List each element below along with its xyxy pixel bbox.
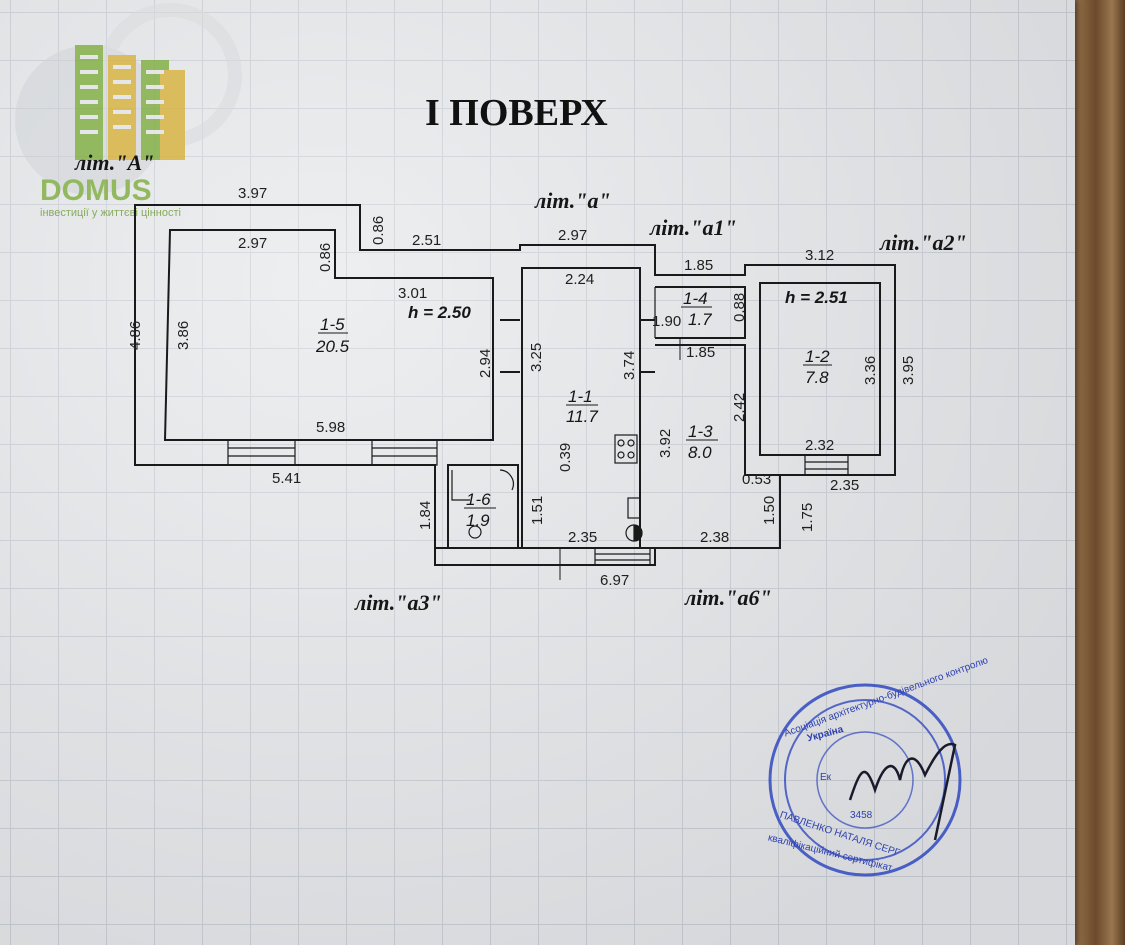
- letter-a3-label: літ."а3": [354, 590, 442, 615]
- logo-tagline: інвестиції у життєві цінності: [40, 207, 181, 219]
- room-1-4-id: 1-4: [683, 289, 708, 308]
- window-3: [594, 547, 651, 566]
- room-1-3-id: 1-3: [688, 422, 713, 441]
- room-1-1-id: 1-1: [568, 387, 593, 406]
- walls: [134, 204, 896, 566]
- room-1-2-area: 7.8: [805, 368, 829, 387]
- dim-label: 2.35: [830, 477, 859, 494]
- toilet-icon: [468, 525, 482, 539]
- outer-wall: [134, 204, 896, 566]
- stamp-city: Ек: [820, 772, 832, 783]
- dim-label: 3.95: [900, 356, 917, 385]
- dim-label: 1.84: [417, 501, 434, 530]
- dim-label: 2.97: [558, 227, 587, 244]
- dim-label: 1.85: [686, 344, 715, 361]
- shower-icon: [451, 470, 470, 501]
- dim-label: 0.86: [370, 216, 387, 245]
- room-1-4-wall: [655, 286, 746, 339]
- room-1-3-wall: [655, 344, 780, 476]
- dim-label: 0.88: [731, 293, 748, 322]
- dim-label: 2.97: [238, 235, 267, 252]
- letter-a1-label: літ."а1": [649, 215, 737, 240]
- dim-label: 0.86: [317, 243, 334, 272]
- dim-label: 6.97: [600, 572, 629, 589]
- sink-icon: [627, 497, 641, 519]
- dim-label: 2.51: [412, 232, 441, 249]
- room-1-2-wall: [759, 282, 881, 456]
- room-1-5-id: 1-5: [320, 315, 345, 334]
- dim-label: 2.24: [565, 271, 594, 288]
- dim-label: 1.51: [529, 496, 546, 525]
- letter-a6-label: літ."а6": [684, 585, 772, 610]
- room-1-5-area: 20.5: [315, 337, 350, 356]
- dim-label: 1.85: [684, 257, 713, 274]
- ceiling-height-2: h = 2.51: [785, 288, 848, 307]
- dim-label: 3.92: [657, 429, 674, 458]
- room-1-1-area: 11.7: [566, 407, 598, 426]
- dim-label: 2.35: [568, 529, 597, 546]
- letter-a-label: літ."а": [534, 188, 611, 213]
- fixtures: [451, 338, 681, 580]
- dim-label: 3.86: [175, 321, 192, 350]
- dim-label: 3.36: [862, 356, 879, 385]
- door-swing-icon: [499, 469, 514, 491]
- dim-label: 4.86: [127, 321, 144, 350]
- room-1-2-id: 1-2: [805, 347, 830, 366]
- dim-label: 3.74: [621, 351, 638, 380]
- official-stamp: Асоціація архітектурно-будівельного конт…: [767, 654, 990, 877]
- room-1-5-wall: [163, 229, 494, 441]
- stamp-reg: 3458: [850, 810, 873, 821]
- dim-label: 3.25: [528, 343, 545, 372]
- letter-a2-label: літ."а2": [879, 230, 967, 255]
- room-1-6-area: 1.9: [466, 511, 490, 530]
- stamp-ring-text-1: Асоціація архітектурно-будівельного конт…: [782, 654, 990, 739]
- dim-label: 1.75: [799, 503, 816, 532]
- dim-label: 0.53: [742, 471, 771, 488]
- dim-label: 1.90: [652, 313, 681, 330]
- dim-label: 0.39: [557, 443, 574, 472]
- window-2: [371, 439, 438, 466]
- letter-A-label: літ."А": [74, 150, 154, 175]
- domus-logo: DOMUS інвестиції у життєві цінності: [15, 3, 242, 219]
- ceiling-height-1: h = 2.50: [408, 303, 471, 322]
- window-4: [804, 454, 849, 476]
- dim-label: 2.32: [805, 437, 834, 454]
- logo-name: DOMUS: [40, 174, 152, 207]
- dimensions: 3.97 2.51 2.97 2.97 3.01 2.24 1.85 3.12 …: [238, 185, 859, 589]
- dim-label: 3.12: [805, 247, 834, 264]
- room-1-3-area: 8.0: [688, 443, 712, 462]
- door-1-1: [640, 319, 655, 373]
- room-1-6-id: 1-6: [466, 490, 491, 509]
- window-1: [227, 439, 296, 466]
- door-1-5: [500, 319, 520, 373]
- dim-label: 1.50: [761, 496, 778, 525]
- dim-label: 5.41: [272, 470, 301, 487]
- logo-building-icon: [75, 45, 185, 160]
- dim-label: 3.97: [238, 185, 267, 202]
- dim-label: 2.38: [700, 529, 729, 546]
- room-1-4-area: 1.7: [688, 310, 712, 329]
- dim-label: 5.98: [316, 419, 345, 436]
- signature: [848, 742, 957, 841]
- dim-label: 3.01: [398, 285, 427, 302]
- page-title: I ПОВЕРХ: [425, 92, 608, 134]
- dim-label: 2.42: [731, 393, 748, 422]
- dimensions-vertical: 0.86 0.86 4.86 3.86 2.94 3.25 3.74 0.88 …: [127, 216, 917, 532]
- dim-label: 2.94: [477, 349, 494, 378]
- room-labels: 1-5 20.5 1-1 11.7 1-4 1.7 1-2 7.8 1-3 8.…: [315, 289, 832, 530]
- stove-icon: [614, 434, 638, 464]
- windows: [227, 287, 849, 566]
